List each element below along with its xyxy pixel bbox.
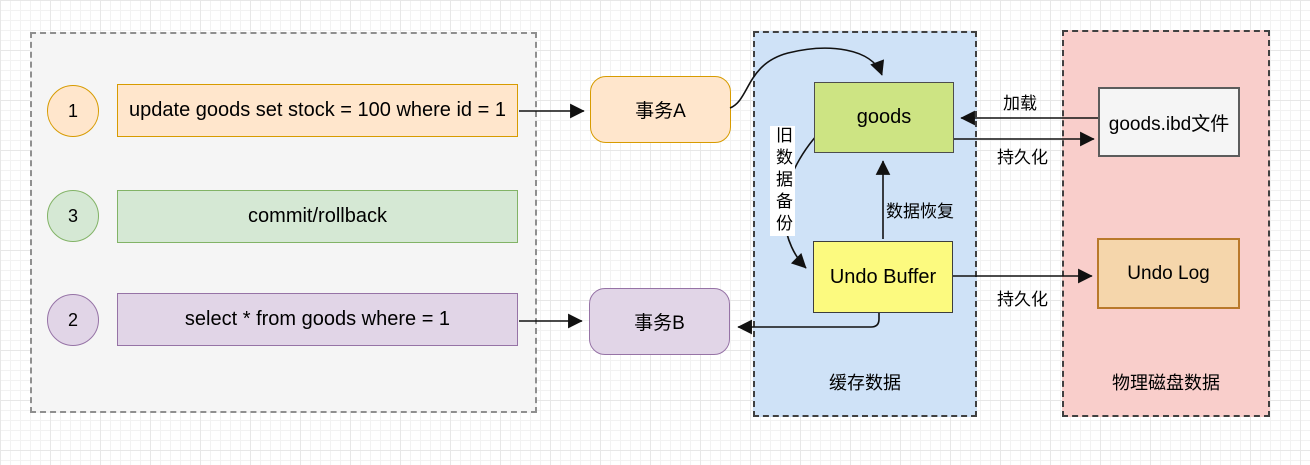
sql-text: update goods set stock = 100 where id = … [129, 99, 506, 121]
step-badge-2: 2 [47, 294, 99, 346]
undo-log-node: Undo Log [1097, 238, 1240, 309]
step-number: 3 [67, 205, 78, 226]
goods-table-label: goods [856, 106, 912, 128]
transaction-b-node: 事务B [589, 288, 730, 355]
data-recovery-label: 数据恢复 [886, 202, 954, 221]
persist-disk-label: 持久化 [997, 148, 1048, 167]
ibd-file-node: goods.ibd文件 [1098, 87, 1240, 157]
old-data-backup-label: 旧数据备份 [770, 126, 795, 236]
sql-text: select * from goods where = 1 [184, 308, 451, 330]
transaction-a-label: 事务A [635, 101, 686, 122]
undo-buffer-node: Undo Buffer [813, 241, 953, 313]
sql-box-update: update goods set stock = 100 where id = … [117, 84, 518, 137]
ibd-file-label: goods.ibd文件 [1108, 113, 1230, 135]
goods-table-node: goods [814, 82, 954, 153]
cache-region-title: 缓存数据 [829, 373, 901, 393]
sql-box-commit-rollback: commit/rollback [117, 190, 518, 243]
step-number: 1 [67, 100, 78, 121]
disk-region-title: 物理磁盘数据 [1112, 373, 1220, 393]
step-number: 2 [67, 309, 78, 330]
sql-text: commit/rollback [248, 205, 387, 227]
transaction-b-label: 事务B [634, 313, 685, 334]
step-badge-1: 1 [47, 85, 99, 137]
undo-log-label: Undo Log [1127, 262, 1210, 284]
persist-log-label: 持久化 [997, 290, 1048, 309]
undo-buffer-label: Undo Buffer [829, 265, 937, 288]
step-badge-3: 3 [47, 190, 99, 242]
load-label: 加载 [1003, 94, 1037, 113]
transaction-a-node: 事务A [590, 76, 731, 143]
sql-box-select: select * from goods where = 1 [117, 293, 518, 346]
